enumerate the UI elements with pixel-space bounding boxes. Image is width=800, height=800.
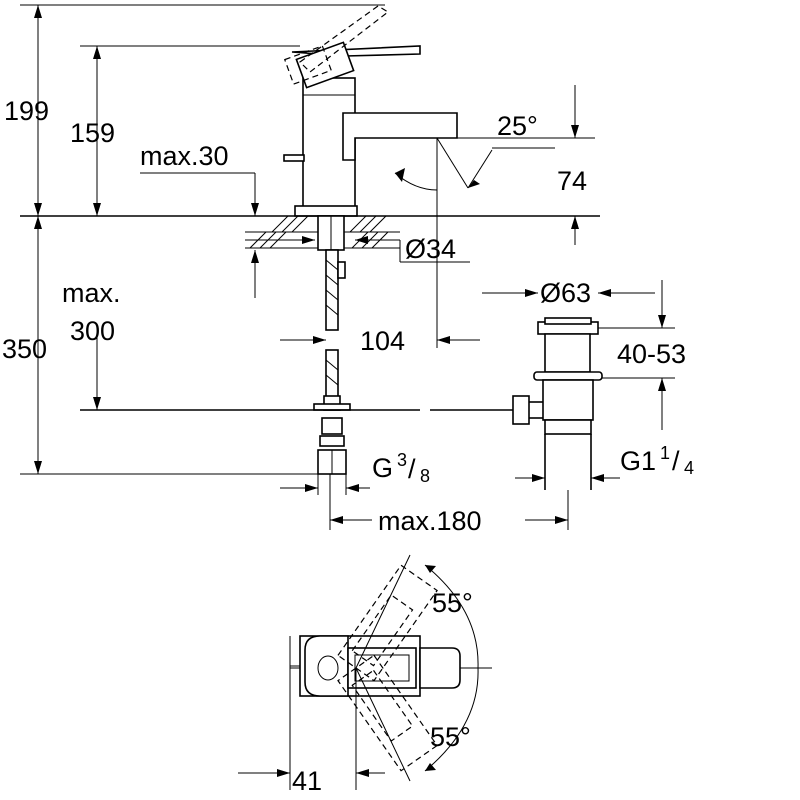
svg-text:3: 3 xyxy=(397,450,407,470)
top-view xyxy=(238,554,492,790)
svg-text:8: 8 xyxy=(420,466,430,486)
dimension-lines xyxy=(20,4,675,530)
svg-text:G1: G1 xyxy=(620,446,656,476)
supply-hoses xyxy=(313,215,351,475)
label-g114: G1 1 / 4 xyxy=(620,443,694,478)
label-40-53: 40-53 xyxy=(617,339,686,369)
label-41: 41 xyxy=(292,766,322,796)
faucet-body xyxy=(283,5,458,217)
svg-text:G: G xyxy=(372,453,393,483)
label-angle-25: 25° xyxy=(497,111,538,141)
label-199: 199 xyxy=(4,96,49,126)
label-g38: G 3 / 8 xyxy=(372,450,430,486)
svg-text:/: / xyxy=(408,454,416,484)
label-104: 104 xyxy=(360,326,405,356)
svg-text:4: 4 xyxy=(684,458,694,478)
label-350: 350 xyxy=(2,334,47,364)
label-d34: Ø34 xyxy=(405,234,456,264)
label-d63: Ø63 xyxy=(540,278,591,308)
label-74: 74 xyxy=(557,166,587,196)
waste-assembly xyxy=(512,317,603,490)
label-max30: max.30 xyxy=(140,141,229,171)
label-angle-55-top: 55° xyxy=(432,588,473,618)
label-159: 159 xyxy=(70,118,115,148)
countertop xyxy=(20,215,600,249)
label-300: 300 xyxy=(70,316,115,346)
dimension-labels: 199 159 max.30 25° 74 Ø34 Ø63 max. 300 3… xyxy=(2,96,694,796)
label-angle-55-bottom: 55° xyxy=(430,722,471,752)
label-max: max. xyxy=(62,278,121,308)
label-max180: max.180 xyxy=(378,506,482,536)
svg-text:1: 1 xyxy=(660,443,670,463)
svg-text:/: / xyxy=(672,446,680,476)
